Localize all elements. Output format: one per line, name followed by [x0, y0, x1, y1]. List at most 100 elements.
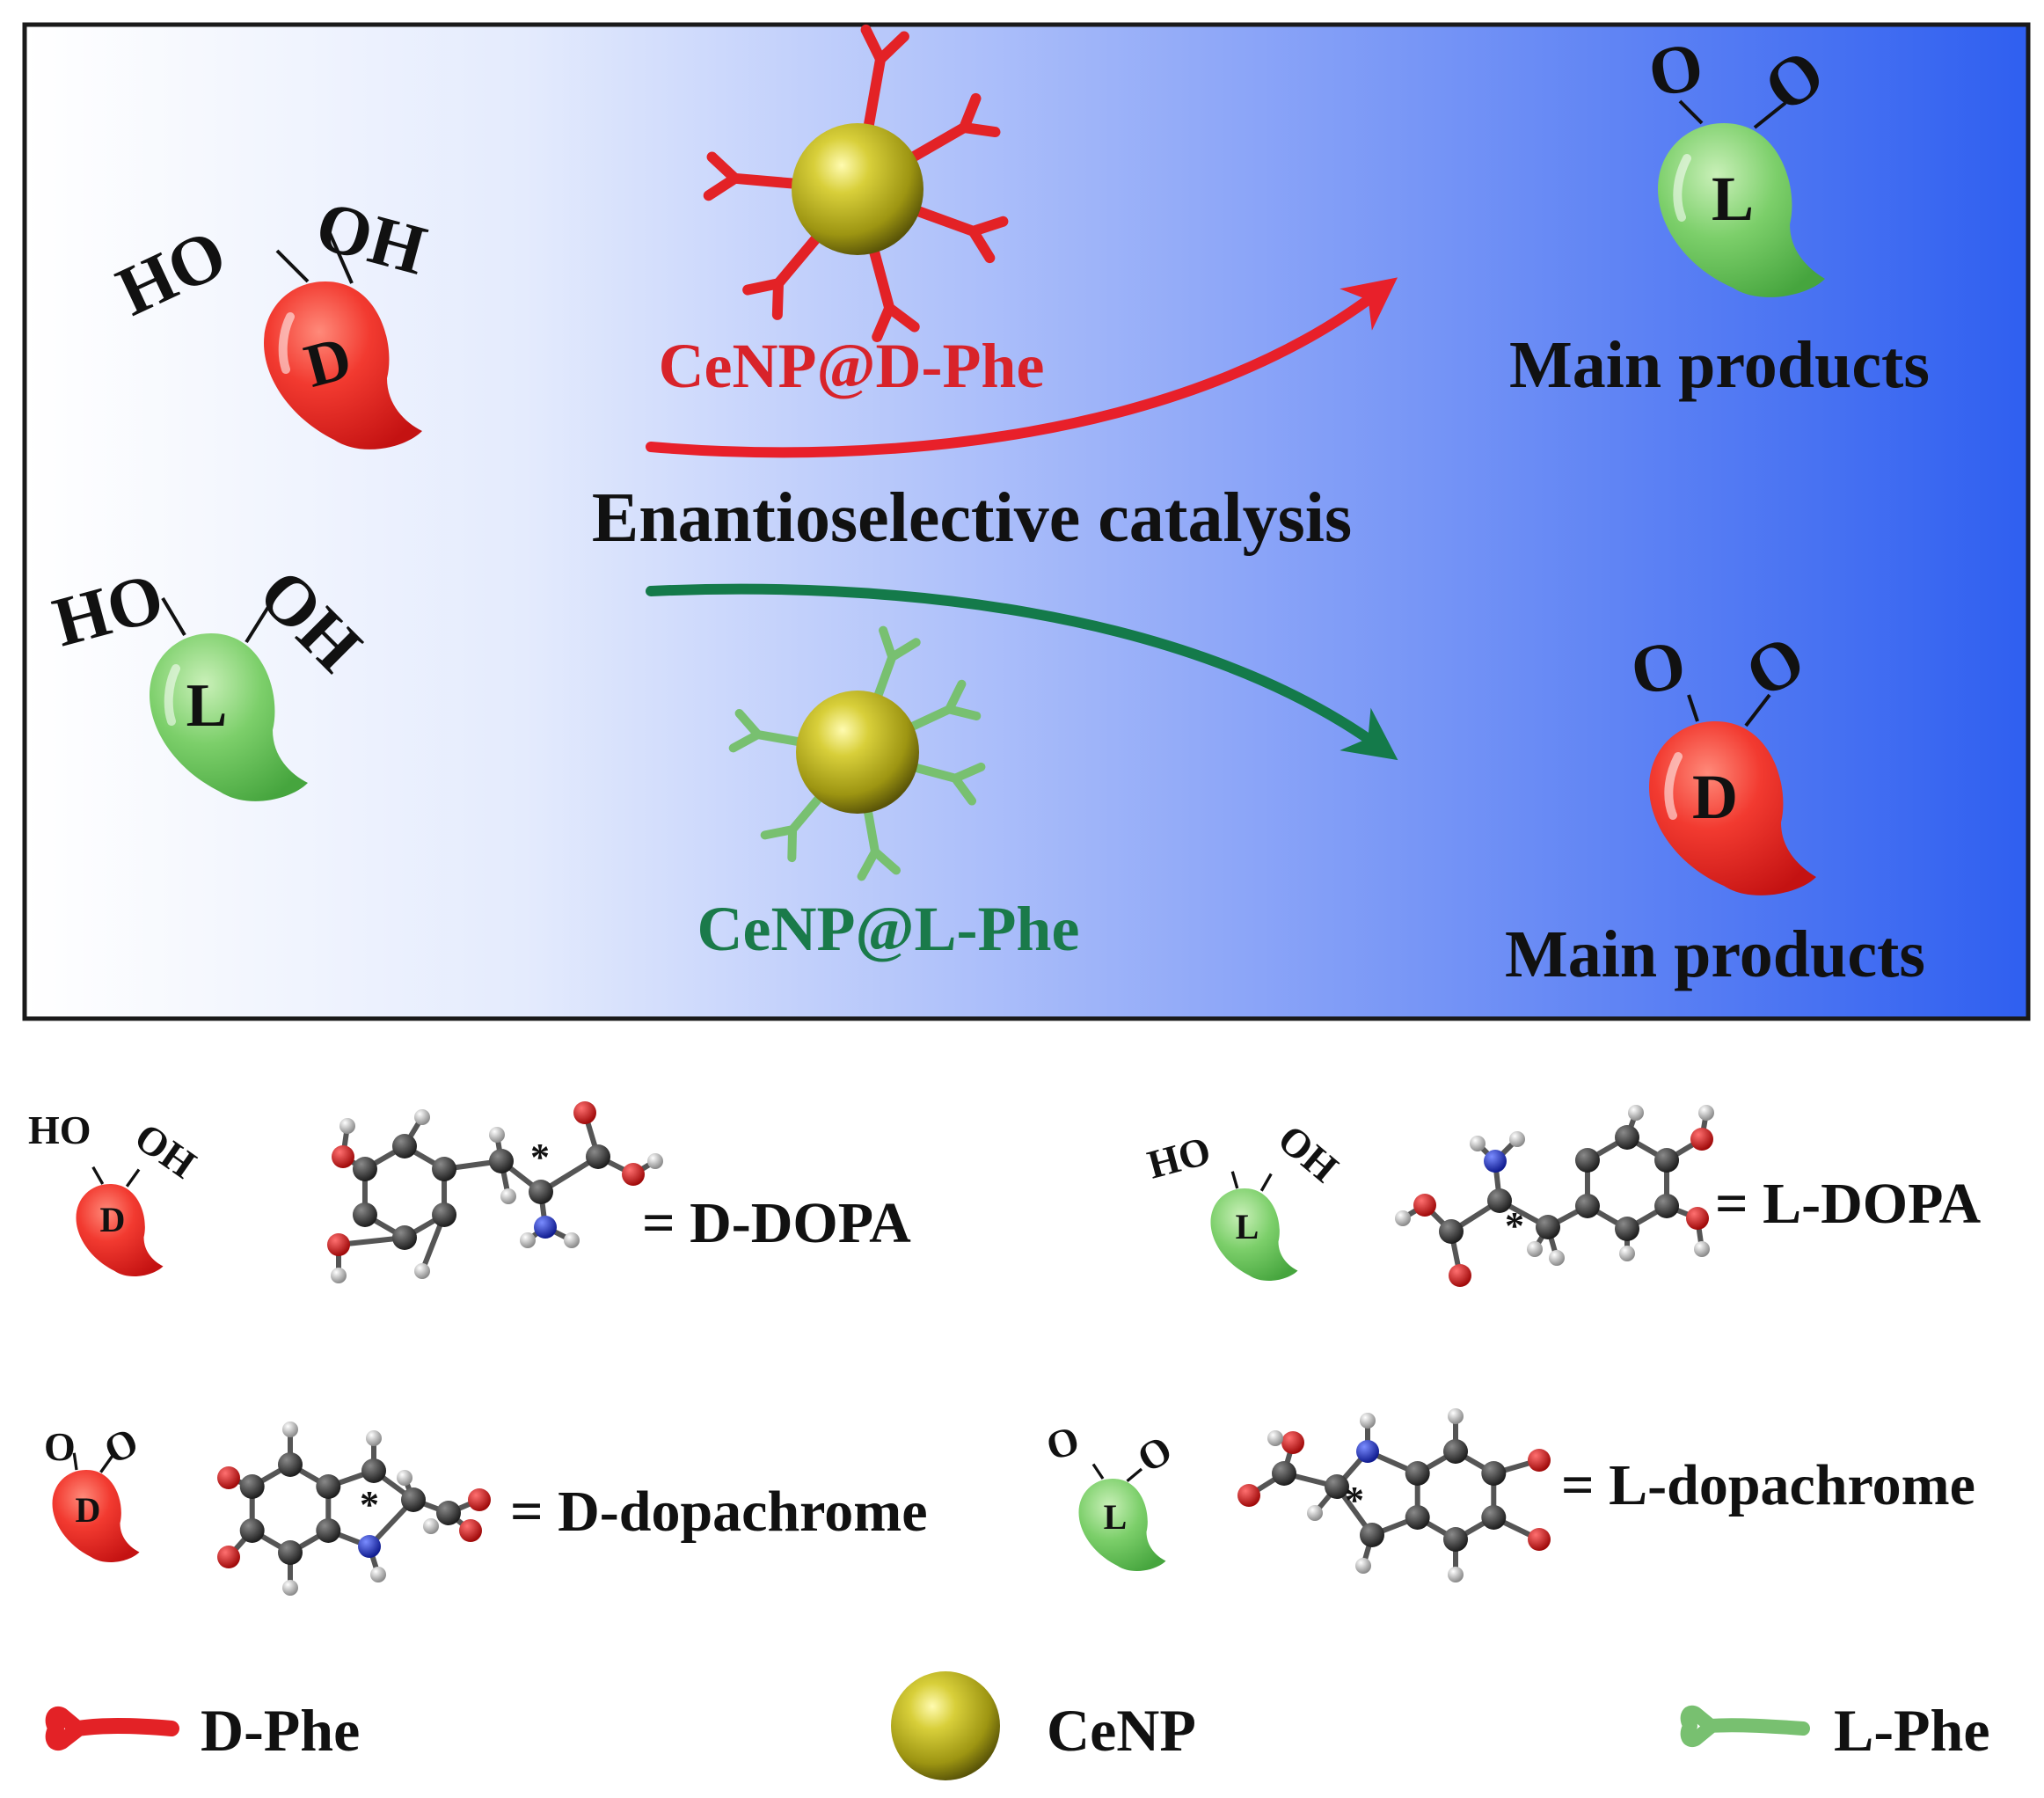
nitrogen-atom: [534, 1216, 557, 1239]
cenp-l-phe-particle: [728, 625, 986, 881]
carbon-atom: [1443, 1439, 1468, 1464]
nitrogen-atom: [1484, 1150, 1507, 1173]
carbon-atom: [278, 1540, 303, 1565]
chiral-star: *: [530, 1136, 550, 1179]
ho-label: HO: [28, 1107, 91, 1152]
d-phe-ligand-icon: [45, 1706, 179, 1751]
l-letter: L: [1236, 1207, 1259, 1246]
oxygen-atom: [622, 1163, 645, 1186]
chiral-star: *: [1345, 1479, 1364, 1522]
chiral-star: *: [360, 1483, 379, 1526]
carbon-atom: [352, 1202, 377, 1227]
hydrogen-atom: [1267, 1430, 1283, 1446]
hydrogen-atom: [414, 1109, 430, 1125]
red-arrow: [646, 277, 1398, 458]
d-drop-icon: [1649, 721, 1816, 895]
carbon-atom: [1360, 1523, 1384, 1547]
hydrogen-atom: [423, 1518, 439, 1534]
carbon-atom: [1615, 1217, 1639, 1241]
oxygen-atom: [1237, 1484, 1260, 1507]
carbon-atom: [432, 1202, 457, 1227]
l-drop-icon: [1658, 123, 1825, 297]
oxygen-atom: [1690, 1128, 1713, 1151]
carbon-atom: [432, 1157, 457, 1181]
d-letter: D: [100, 1200, 126, 1239]
nitrogen-atom: [358, 1535, 381, 1558]
carbon-atom: [1272, 1461, 1296, 1486]
legend-l-phe: L-Phe: [1680, 1697, 1990, 1764]
d-letter: D: [1692, 762, 1738, 832]
product-bottom-label: Main products: [1505, 917, 1925, 991]
hydrogen-atom: [1619, 1246, 1635, 1261]
cenp-sphere-icon: [891, 1671, 1000, 1780]
carbon-atom: [392, 1134, 417, 1158]
catalyst-l-label: CeNP@L-Phe: [697, 894, 1080, 964]
carbon-atom: [1654, 1194, 1680, 1218]
legend-l-dopachrome: L O O * = L-dopachrome: [1041, 1408, 1975, 1582]
carbon-atom: [1654, 1148, 1680, 1173]
carbon-atom: [1325, 1474, 1349, 1499]
carbon-atom: [392, 1225, 417, 1250]
carbon-atom: [1443, 1527, 1468, 1552]
oxygen-label: O: [1041, 1417, 1084, 1469]
legend-l-dopa: L HO OH * = L-DOPA: [1142, 1105, 1982, 1287]
oxygen-label: O: [1625, 625, 1691, 710]
d-phe-ligands: [703, 24, 1009, 342]
l-phe-ligand-icon: [1680, 1705, 1810, 1748]
l-dopachrome-label: = L-dopachrome: [1561, 1453, 1975, 1517]
hydrogen-atom: [1470, 1136, 1486, 1151]
legend-cenp: CeNP: [891, 1671, 1196, 1780]
legend-d-phe: D-Phe: [45, 1697, 360, 1764]
hydrogen-atom: [1549, 1250, 1565, 1266]
oxygen-atom: [1281, 1431, 1304, 1454]
green-arrow: [646, 583, 1398, 761]
d-dopachrome-molecule: [217, 1422, 491, 1596]
d-dopa-label: = D-DOPA: [642, 1191, 911, 1255]
hydrogen-atom: [520, 1232, 536, 1248]
oxygen-label: O: [98, 1419, 145, 1473]
hydrogen-atom: [1355, 1558, 1371, 1574]
l-drop-icon: [1078, 1463, 1166, 1571]
carbon-atom: [239, 1518, 265, 1543]
carbon-atom: [361, 1458, 386, 1483]
l-drop-icon: [1210, 1171, 1298, 1281]
hydrogen-atom: [1698, 1105, 1714, 1121]
hydrogen-atom: [1395, 1210, 1411, 1226]
d-drop-icon: [52, 1452, 140, 1562]
hydrogen-atom: [397, 1470, 412, 1486]
oxygen-label: O: [1643, 27, 1709, 112]
oxygen-atom: [1528, 1449, 1551, 1472]
hydrogen-atom: [331, 1268, 347, 1283]
top-panel: D HO OH L HO OH: [22, 22, 2031, 1021]
hydrogen-atom: [1307, 1505, 1323, 1521]
cenp-sphere: [796, 691, 919, 814]
carbon-atom: [1574, 1194, 1600, 1218]
carbon-atom: [1481, 1461, 1507, 1486]
cenp-sphere: [792, 123, 923, 255]
product-bottom-d: D O O: [1625, 619, 1817, 895]
carbon-atom: [352, 1157, 377, 1181]
nitrogen-atom: [1356, 1440, 1379, 1463]
carbon-atom: [1487, 1188, 1512, 1213]
carbon-atom: [1536, 1215, 1560, 1239]
hydrogen-atom: [1360, 1413, 1376, 1429]
carbon-atom: [436, 1501, 461, 1525]
d-dopachrome-label: = D-dopachrome: [510, 1480, 928, 1544]
oxygen-atom: [1449, 1264, 1471, 1287]
oxygen-atom: [1686, 1207, 1709, 1230]
l-dopa-label: = L-DOPA: [1715, 1172, 1982, 1236]
oxygen-atom: [1528, 1528, 1551, 1551]
carbon-atom: [586, 1144, 610, 1169]
d-phe-label: D-Phe: [201, 1697, 360, 1764]
legend-d-dopa: D HO OH * = D-DOPA: [28, 1101, 911, 1283]
hydrogen-atom: [1509, 1131, 1525, 1147]
oxygen-atom: [217, 1546, 240, 1568]
carbon-atom: [239, 1474, 265, 1499]
hydrogen-atom: [1628, 1105, 1644, 1121]
l-dopa-molecule: [1395, 1105, 1714, 1287]
carbon-atom: [1481, 1505, 1507, 1530]
carbon-atom: [401, 1487, 426, 1512]
d-letter: D: [76, 1490, 101, 1530]
center-label: Enantioselective catalysis: [592, 479, 1352, 557]
